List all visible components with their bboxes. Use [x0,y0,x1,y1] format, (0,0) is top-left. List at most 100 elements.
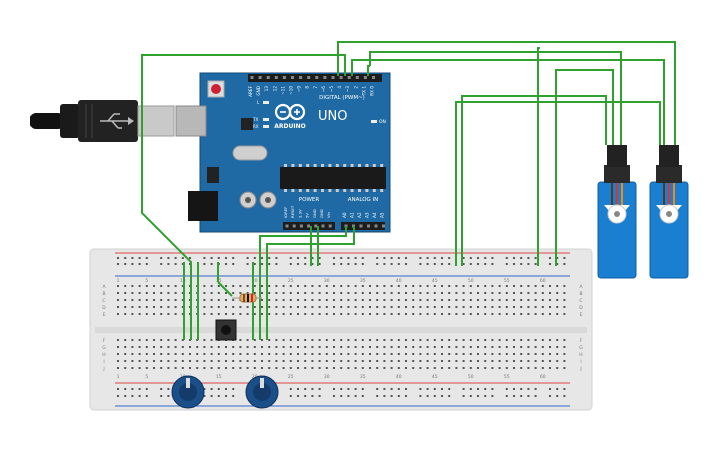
digital-pin-label: ~6 [321,86,326,93]
wire-rail-servo2[interactable] [537,47,540,266]
digital-pin[interactable] [307,76,311,79]
wire-button-res[interactable] [217,281,233,297]
row-letter-right: I [580,359,581,365]
usb-chip [241,118,253,130]
digital-pin[interactable] [339,76,343,79]
power-jack [188,191,218,221]
wires[interactable] [141,41,676,340]
analog-pin-label: A2 [357,212,362,218]
column-number-top: 20 [252,278,258,284]
wire-rail-servo1-gnd[interactable] [461,95,607,266]
usb-plug-metal [137,105,175,137]
digital-pin[interactable] [266,76,270,79]
wire-rail-servo2-gnd[interactable] [455,101,661,266]
power-pin[interactable] [314,224,318,228]
wire-servo1-b[interactable] [369,51,622,145]
column-number-top: 10 [180,278,186,284]
tx-led-label: TX [252,117,258,122]
digital-pin[interactable] [323,76,327,79]
analog-pin[interactable] [374,224,378,228]
usb-cable[interactable] [30,100,175,142]
digital-header [248,74,382,82]
digital-pin[interactable] [347,76,351,79]
analog-pin[interactable] [367,224,370,228]
digital-pin-label: 7 [313,86,318,89]
servo-1-connector [604,165,630,183]
pushbutton[interactable] [215,319,237,341]
row-letter-left: I [103,359,104,365]
atmega-chip [280,167,386,189]
usb-icon [100,113,128,129]
column-number-bottom: 35 [360,374,366,380]
row-letter-right: E [580,312,583,318]
digital-pin[interactable] [282,76,286,79]
digital-pin-label: AREF [248,85,253,96]
column-number-top: 5 [145,278,148,284]
analog-pin-label: A3 [365,212,370,218]
column-number-bottom: 45 [432,374,438,380]
potentiometer-2[interactable] [245,375,279,409]
on-led [371,120,377,123]
digital-pin[interactable] [274,76,278,79]
arduino-logo-icon [274,103,306,121]
servo-2-connector [656,165,682,183]
analog-pin[interactable] [359,224,363,228]
column-number-top: 1 [117,278,120,284]
power-pin[interactable] [307,224,311,228]
wire-servo2-b[interactable] [351,59,665,145]
row-letter-right: B [579,291,582,297]
digital-pin-label: 4 [337,86,342,89]
digital-pin-label: ~5 [329,86,334,93]
column-number-top: 30 [324,278,330,284]
column-number-top: 35 [360,278,366,284]
column-number-bottom: 5 [145,374,148,380]
digital-pin[interactable] [331,76,335,79]
digital-pin[interactable] [299,76,303,79]
row-letter-right: H [579,352,582,358]
row-letter-right: D [579,305,583,311]
digital-pin[interactable] [355,76,359,79]
potentiometer-1[interactable] [171,375,205,409]
row-letter-left: E [103,312,106,318]
analog-label: ANALOG IN [348,197,379,203]
digital-pin[interactable] [315,76,319,79]
wire-a0[interactable] [259,226,347,340]
digital-pin-label: 2 [353,86,358,89]
analog-pin-label: A5 [380,212,385,218]
row-letter-left: F [103,338,106,344]
usb-jack [175,105,207,137]
row-letter-left: H [102,352,105,358]
wire-a1[interactable] [266,226,355,340]
wire-left-long[interactable] [141,54,346,340]
resistor[interactable] [232,293,262,303]
power-pin[interactable] [299,224,303,228]
wire-rail-servo1[interactable] [555,69,614,266]
servo-1-plug [607,145,627,167]
digital-pin[interactable] [291,76,294,79]
column-number-top: 25 [288,278,294,284]
power-pin[interactable] [328,224,332,228]
digital-pin[interactable] [250,76,254,79]
digital-pin[interactable] [372,76,375,79]
digital-pin-label: TX 1 [361,86,366,97]
wire-servo2-a[interactable] [337,41,676,145]
breadboard[interactable]: 1155101015152020252530303535404045455050… [89,248,593,411]
column-number-bottom: 25 [288,374,294,380]
digital-pin[interactable] [258,76,262,79]
digital-pin[interactable] [363,76,367,79]
power-pin[interactable] [321,224,325,228]
tx-led [263,118,269,121]
servo-1[interactable] [597,145,637,279]
column-number-bottom: 30 [324,374,330,380]
row-letter-right: G [579,345,583,351]
analog-pin[interactable] [382,224,385,228]
digital-pins [250,76,375,79]
on-led-label: ON [379,119,386,125]
power-pin[interactable] [285,224,289,228]
servo-2[interactable] [649,145,689,279]
power-pin[interactable] [292,224,296,228]
digital-pin-label: 12 [272,86,277,92]
